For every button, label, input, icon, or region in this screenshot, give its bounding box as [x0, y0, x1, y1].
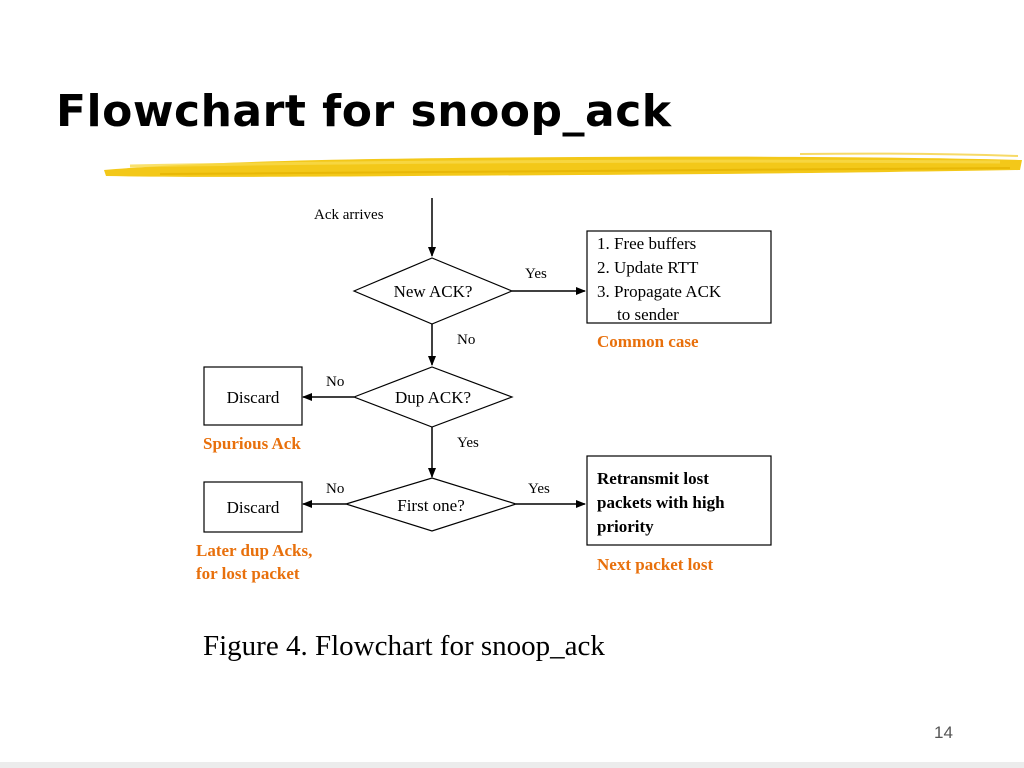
- new-ack-yes-label: Yes: [525, 266, 547, 282]
- highlighter-stroke: [104, 152, 1022, 177]
- dup-ack-no-label: No: [326, 374, 344, 390]
- discard-spurious-box: [203, 366, 303, 426]
- new-ack-no-label: No: [457, 332, 475, 348]
- action-retransmit-line-2: packets with high: [597, 493, 725, 512]
- note-later-dup-line-1: Later dup Acks,: [196, 541, 312, 560]
- page-number: 14: [934, 723, 953, 742]
- action-common-line-1: 1. Free buffers: [597, 234, 696, 253]
- decision-new-ack-label: New ACK?: [394, 282, 473, 301]
- action-retransmit-line-1: Retransmit lost: [597, 469, 709, 488]
- note-common-case: Common case: [597, 332, 699, 351]
- note-spurious-ack: Spurious Ack: [203, 434, 301, 453]
- first-one-yes-label: Yes: [528, 481, 550, 497]
- first-one-no-label: No: [326, 481, 344, 497]
- note-later-dup-line-2: for lost packet: [196, 564, 300, 583]
- action-retransmit-box: [586, 455, 772, 546]
- action-common-line-3: 3. Propagate ACK: [597, 282, 722, 301]
- dup-ack-yes-label: Yes: [457, 435, 479, 451]
- note-next-packet-lost: Next packet lost: [597, 555, 713, 574]
- action-common-box: [586, 230, 772, 324]
- footer-divider: [0, 762, 1024, 768]
- action-common-line-2: 2. Update RTT: [597, 258, 699, 277]
- decision-first-one-label: First one?: [397, 496, 465, 515]
- decision-dup-ack: [352, 366, 514, 428]
- action-common-line-4: to sender: [617, 305, 679, 324]
- decision-dup-ack-label: Dup ACK?: [395, 388, 471, 407]
- action-retransmit-line-3: priority: [597, 517, 654, 536]
- discard-spurious-label: Discard: [227, 388, 280, 407]
- start-label: Ack arrives: [314, 207, 384, 223]
- discard-later-label: Discard: [227, 498, 280, 517]
- discard-later-box: [203, 481, 303, 533]
- slide-title: Flowchart for snoop_ack: [56, 86, 672, 137]
- figure-caption: Figure 4. Flowchart for snoop_ack: [203, 630, 605, 662]
